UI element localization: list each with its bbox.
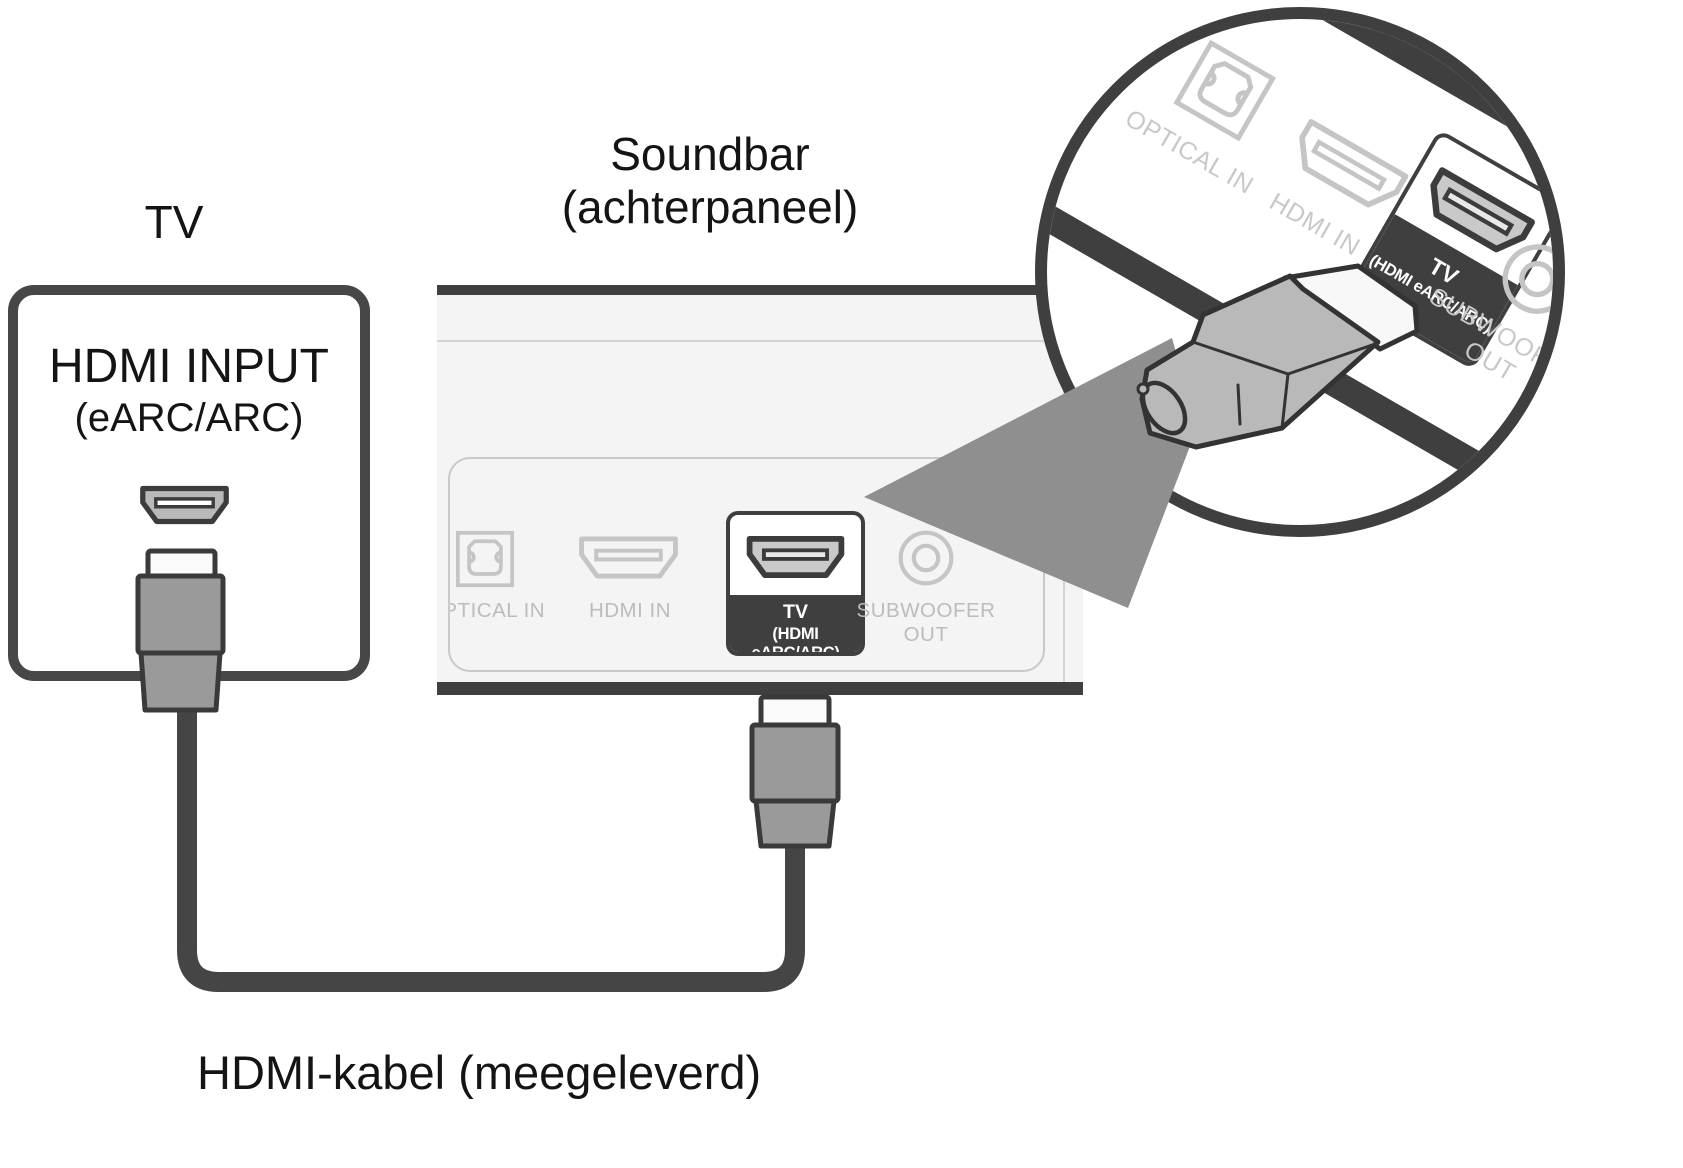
tv-earc-port-label-box: TV (HDMI eARC/ARC) [730,595,861,652]
tv-earc-port-callout-magnified: TV (HDMI eARC/ARC) [1343,128,1553,371]
hdmi-plug-icon [749,694,841,849]
optical-in-label: OPTICAL IN [450,599,546,622]
tv-hdmi-input-label: HDMI INPUT [49,340,329,393]
hdmi-port-icon [1430,167,1535,253]
tv-earc-arc-label: (eARC/ARC) [74,396,304,440]
cable-path [177,700,805,992]
tv-earc-port-callout: TV (HDMI eARC/ARC) [726,511,865,656]
tv-box: HDMI INPUT (eARC/ARC) [8,285,370,681]
subwoofer-port-icon [898,530,954,586]
hdmi-in-label: HDMI IN [588,599,672,622]
soundbar-rear-panel: OPTICAL IN HDMI IN TV (HDMI eARC/ARC) [437,285,1083,695]
magnifier-circle: OPTICAL IN HDMI IN TV (HDMI eARC/ARC) [1035,7,1565,537]
subwoofer-out-label2: OUT [903,623,949,646]
subwoofer-out-label: SUBWOOFER [856,599,996,622]
subwoofer-port-icon [1502,244,1553,314]
hdmi-in-port-icon [1299,119,1409,208]
panel-port-recess: OPTICAL IN HDMI IN TV (HDMI eARC/ARC) [448,457,1045,672]
optical-port-icon [456,530,514,588]
soundbar-label-line1: Soundbar [610,128,810,180]
soundbar-device-label: Soundbar (achterpaneel) [460,128,960,234]
tv-port-label: TV [783,601,808,623]
tv-port-sublabel: (HDMI eARC/ARC) [751,625,840,656]
optical-port-icon [1173,39,1277,142]
hdmi-cable-label: HDMI-kabel (meegeleverd) [197,1046,762,1099]
hdmi-in-port-icon [579,536,678,579]
panel-bottom-bar [437,682,1083,695]
panel-top-seam [437,340,1083,342]
hdmi-port-icon [140,485,229,525]
hdmi-port-icon [746,535,845,579]
magnified-panel-strip: OPTICAL IN HDMI IN TV (HDMI eARC/ARC) [1047,19,1553,525]
panel-top-bar [437,285,1083,295]
tv-device-label: TV [144,196,204,248]
soundbar-label-line2: (achterpaneel) [561,181,859,233]
